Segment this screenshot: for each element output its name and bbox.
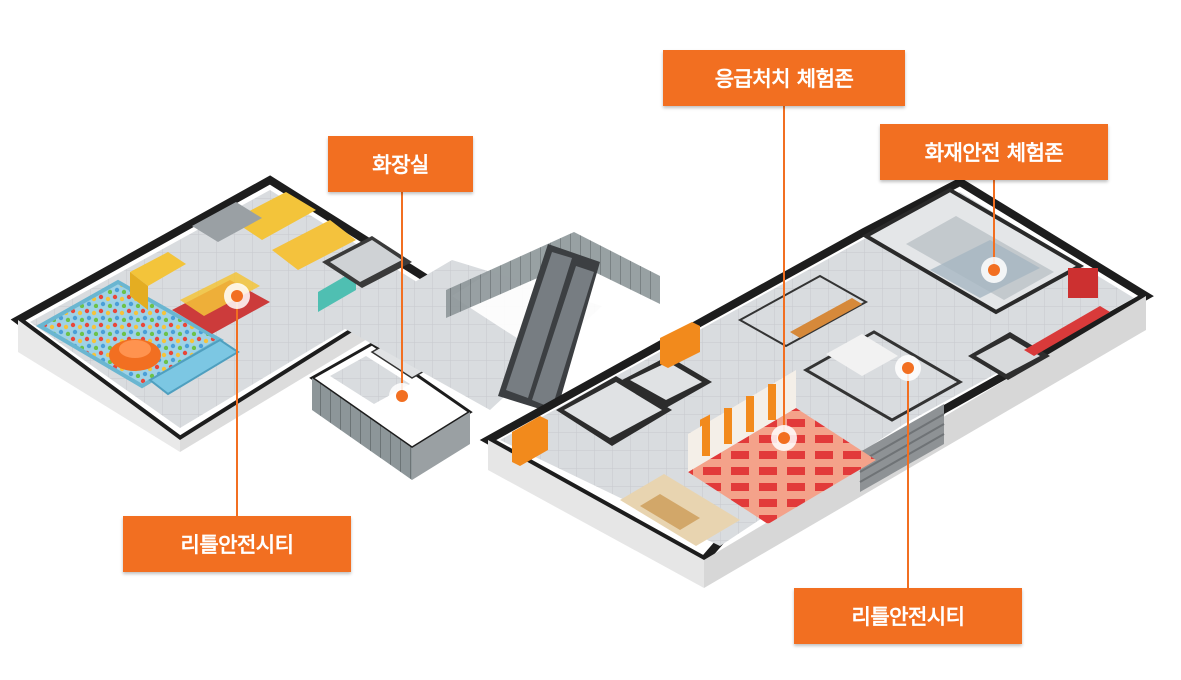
left-zone <box>10 175 440 452</box>
map-markers <box>224 106 1007 588</box>
toilet-label[interactable]: 화장실 <box>328 136 473 192</box>
marker-toilet[interactable] <box>389 383 415 409</box>
marker-little-city-right[interactable] <box>895 355 921 381</box>
marker-fire-safety[interactable] <box>981 257 1007 283</box>
corridor-zone <box>309 232 660 480</box>
right-zone <box>479 177 1154 588</box>
first-aid-zone-label[interactable]: 응급처치 체험존 <box>663 50 905 106</box>
marker-little-city-left[interactable] <box>224 283 250 309</box>
little-safety-city-label-left[interactable]: 리틀안전시티 <box>123 516 351 572</box>
little-safety-city-label-right[interactable]: 리틀안전시티 <box>794 588 1022 644</box>
fire-safety-zone-label[interactable]: 화재안전 체험존 <box>880 124 1108 180</box>
marker-first-aid[interactable] <box>771 425 797 451</box>
